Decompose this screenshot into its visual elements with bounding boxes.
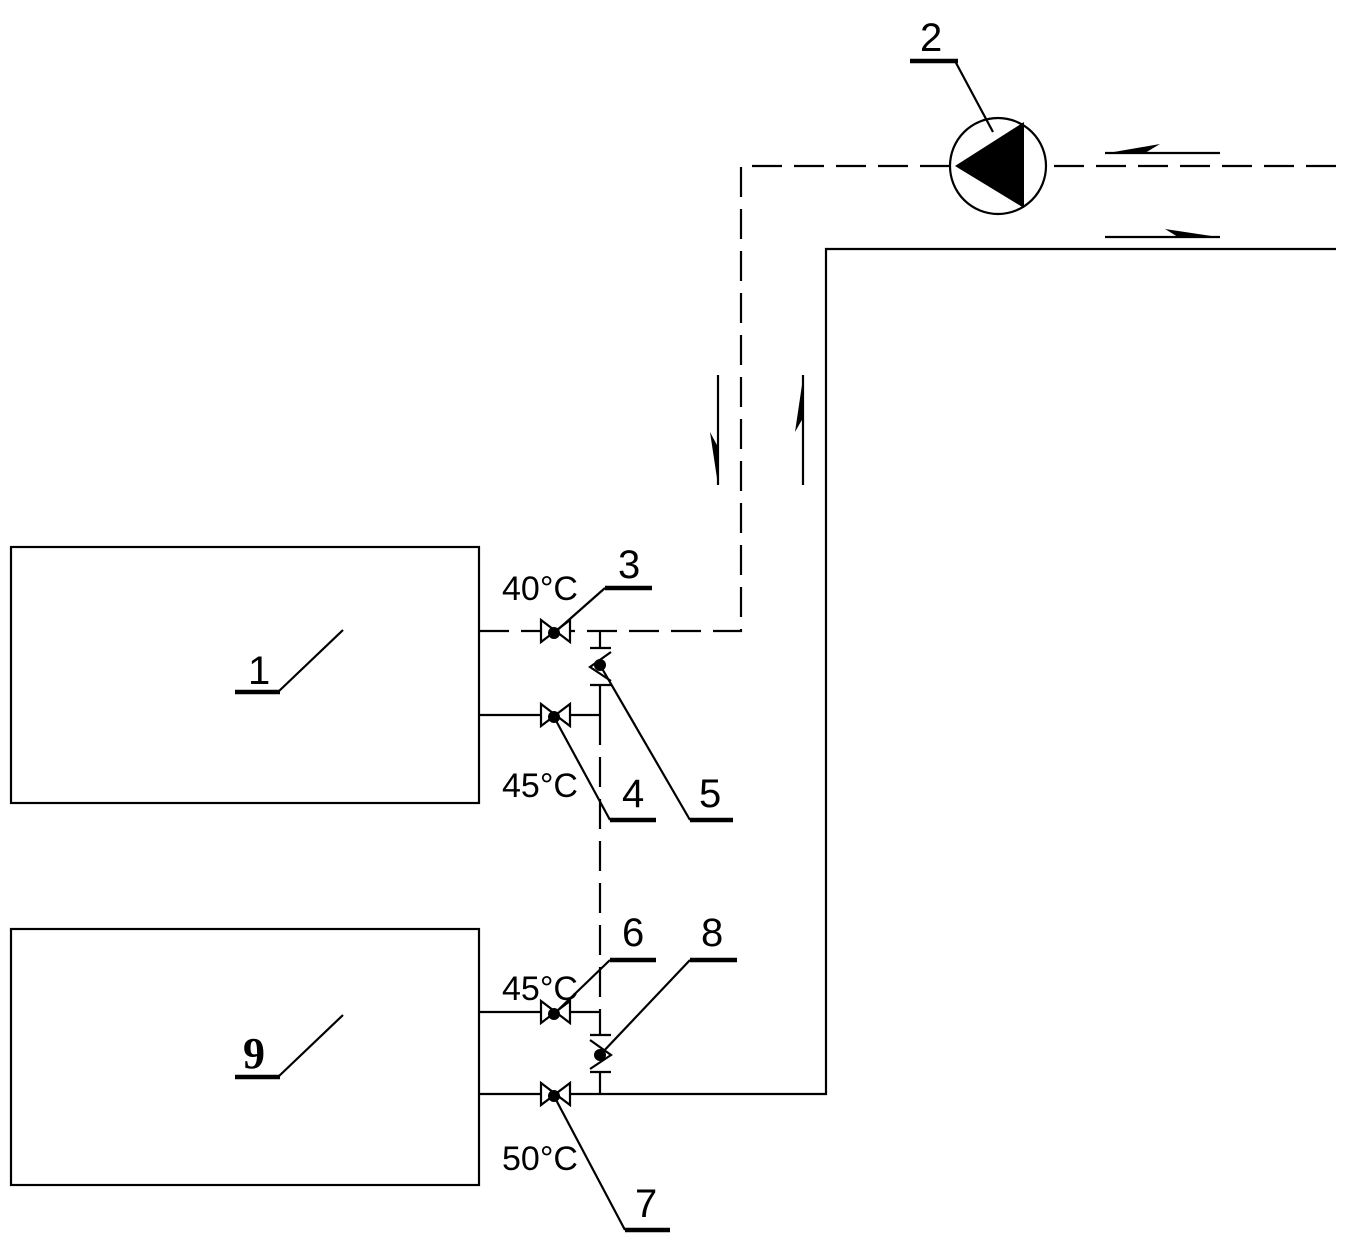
label-7: 7 (635, 1182, 657, 1226)
temp-valve-6: 45°C (502, 970, 578, 1008)
leader-8 (599, 959, 691, 1056)
valve-4-icon (539, 701, 572, 729)
label-6: 6 (622, 911, 644, 955)
leader-6 (553, 959, 611, 1015)
leader-7 (553, 1095, 626, 1231)
leader-2 (954, 60, 994, 133)
label-3: 3 (618, 543, 640, 587)
temp-valve-7: 50°C (502, 1140, 578, 1178)
leader-4 (553, 716, 611, 821)
label-8: 8 (701, 911, 723, 955)
label-2: 2 (920, 16, 942, 60)
unit-1-box (9, 545, 481, 805)
flow-arrow-icon (1105, 144, 1220, 155)
pump-2-icon (948, 116, 1048, 216)
flow-arrow-icon (1105, 229, 1220, 239)
flow-arrow-icon (710, 375, 720, 485)
temp-valve-4: 45°C (502, 767, 578, 805)
leader-1 (277, 629, 344, 693)
label-1: 1 (248, 649, 270, 693)
unit-9-box (9, 927, 481, 1187)
temp-valve-3: 40°C (502, 570, 578, 608)
return-line (571, 164, 950, 633)
supply-line (570, 247, 1336, 1096)
label-4: 4 (622, 772, 644, 816)
label-5: 5 (699, 772, 721, 816)
flow-arrow-icon (795, 375, 805, 485)
leader-5 (599, 664, 691, 821)
leader-3 (553, 587, 606, 634)
leader-9 (277, 1014, 344, 1078)
valve-7-icon (539, 1080, 572, 1108)
label-9: 9 (243, 1029, 265, 1078)
